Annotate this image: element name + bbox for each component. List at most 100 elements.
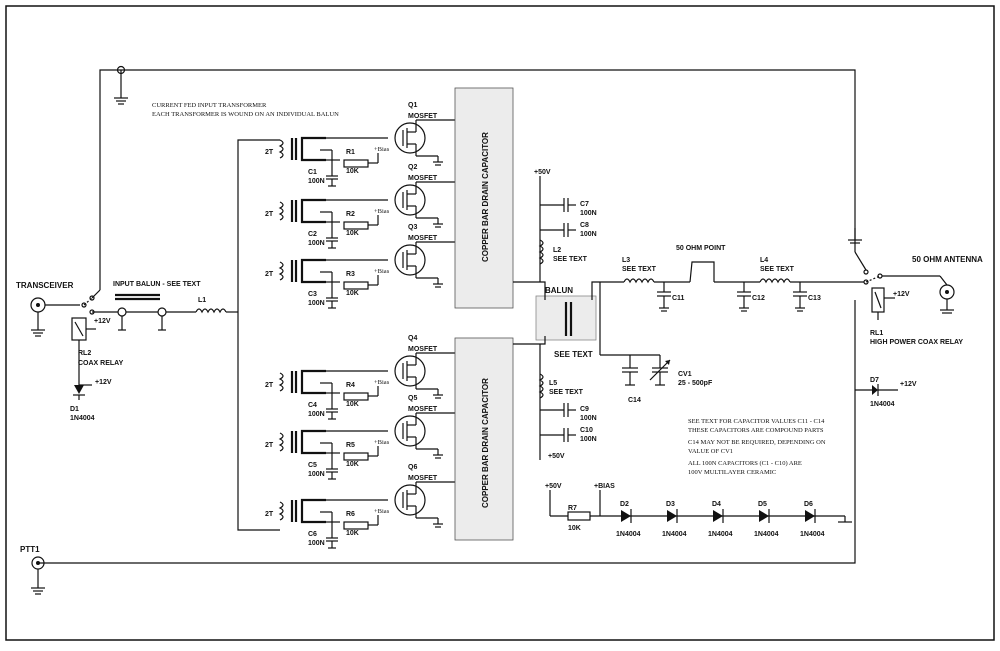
cap-value-5: 100N	[308, 471, 325, 478]
label-l2-see-text: SEE TEXT	[553, 256, 588, 263]
turns-label-4: 2T	[265, 382, 274, 389]
label-l3: L3	[622, 257, 630, 264]
plus50-bias: +50V	[545, 483, 562, 490]
mosfet-type-4: MOSFET	[408, 346, 438, 353]
diode-d7	[855, 384, 898, 396]
ptt1-connector	[31, 556, 45, 595]
output-balun	[513, 176, 600, 460]
label-l4-see-text: SEE TEXT	[760, 266, 795, 273]
plus50-bottom: +50V	[548, 453, 565, 460]
turns-label-1: 2T	[265, 149, 274, 156]
cap-label-2: C2	[308, 231, 317, 238]
d1-12v: +12V	[95, 379, 112, 386]
copper-bar-capacitor-bottom	[454, 337, 514, 541]
label-d7: D7	[870, 377, 879, 384]
diode-type-3: 1N4004	[662, 531, 687, 538]
output-line	[599, 261, 864, 356]
inductor-l1	[195, 308, 238, 314]
resistor-label-5: R5	[346, 442, 355, 449]
resistor-label-2: R2	[346, 211, 355, 218]
mosfet-type-1: MOSFET	[408, 113, 438, 120]
diode-type-4: 1N4004	[708, 531, 733, 538]
cap-value-4: 100N	[308, 411, 325, 418]
cap-value-3: 100N	[308, 300, 325, 307]
shunt-cap-2	[737, 282, 751, 312]
mosfet-type-5: MOSFET	[408, 406, 438, 413]
resistor-value-4: 10K	[346, 401, 359, 408]
mosfet-type-6: MOSFET	[408, 475, 438, 482]
label-hp-relay: HIGH POWER COAX RELAY	[870, 339, 963, 346]
resistor-value-5: 10K	[346, 461, 359, 468]
label-c12: C12	[752, 295, 765, 302]
label-c13: C13	[808, 295, 821, 302]
outer-border	[5, 5, 995, 641]
mosfet-ref-3: Q3	[408, 224, 417, 231]
resistor-label-1: R1	[346, 149, 355, 156]
cap-label-3: C3	[308, 291, 317, 298]
label-d7-type: 1N4004	[870, 401, 895, 408]
diode-type-6: 1N4004	[800, 531, 825, 538]
label-r7-value: 10K	[568, 525, 581, 532]
label-d1-type: 1N4004	[70, 415, 95, 422]
label-balun: BALUN	[545, 286, 573, 295]
label-coax-relay: COAX RELAY	[78, 360, 124, 367]
diode-ref-3: D3	[666, 501, 675, 508]
input-balun	[115, 293, 196, 331]
diode-type-2: 1N4004	[616, 531, 641, 538]
label-c7-value: 100N	[580, 210, 597, 217]
label-c8: C8	[580, 222, 589, 229]
rl1-relay	[848, 228, 940, 320]
diode-d5: D5 1N4004	[754, 501, 779, 538]
inductor-l5	[538, 373, 544, 399]
label-c9: C9	[580, 406, 589, 413]
label-l1: L1	[198, 297, 206, 304]
diode-d6: D6 1N4004	[800, 501, 825, 538]
resistor-value-6: 10K	[346, 530, 359, 537]
note-input-transformer-2: EACH TRANSFORMER IS WOUND ON AN INDIVIDU…	[152, 111, 339, 118]
mosfet-ref-1: Q1	[408, 102, 417, 109]
antenna-connector	[939, 275, 955, 314]
bias-label-5: +Bias	[374, 439, 390, 446]
diode-ref-6: D6	[804, 501, 813, 508]
mosfet-ref-4: Q4	[408, 335, 417, 342]
label-input-balun: INPUT BALUN - SEE TEXT	[113, 281, 201, 288]
note-cap-3: C14 MAY NOT BE REQUIRED, DEPENDING ON	[688, 439, 826, 446]
mosfet-ref-6: Q6	[408, 464, 417, 471]
label-l5: L5	[549, 380, 557, 387]
bias-label-6: +Bias	[374, 508, 390, 515]
turns-label-2: 2T	[265, 211, 274, 218]
label-cv1-value: 25 - 500pF	[678, 380, 713, 387]
label-c9-value: 100N	[580, 415, 597, 422]
bias-label-3: +Bias	[374, 268, 390, 275]
resistor-value-2: 10K	[346, 230, 359, 237]
mosfet-ref-5: Q5	[408, 395, 417, 402]
capacitor-c14-cv1	[622, 355, 671, 386]
label-bias: +BIAS	[594, 483, 615, 490]
diode-d1	[73, 384, 92, 400]
diode-d3: D3 1N4004	[662, 501, 687, 538]
mosfet-type-3: MOSFET	[408, 235, 438, 242]
cap-value-6: 100N	[308, 540, 325, 547]
mosfet-type-2: MOSFET	[408, 175, 438, 182]
mosfet-ref-2: Q2	[408, 164, 417, 171]
plus50-top: +50V	[534, 169, 551, 176]
label-r7: R7	[568, 505, 577, 512]
diode-type-5: 1N4004	[754, 531, 779, 538]
rl2-12v: +12V	[94, 318, 111, 325]
label-balun-see-text: SEE TEXT	[554, 350, 593, 359]
note-cap-4: VALUE OF CV1	[688, 448, 733, 455]
diode-ref-5: D5	[758, 501, 767, 508]
label-ptt1: PTT1	[20, 545, 40, 554]
label-cv1: CV1	[678, 371, 692, 378]
label-l3-see-text: SEE TEXT	[622, 266, 657, 273]
rl2-relay-switch	[71, 289, 118, 385]
shunt-capacitors	[657, 282, 807, 312]
turns-label-6: 2T	[265, 511, 274, 518]
turns-label-3: 2T	[265, 271, 274, 278]
